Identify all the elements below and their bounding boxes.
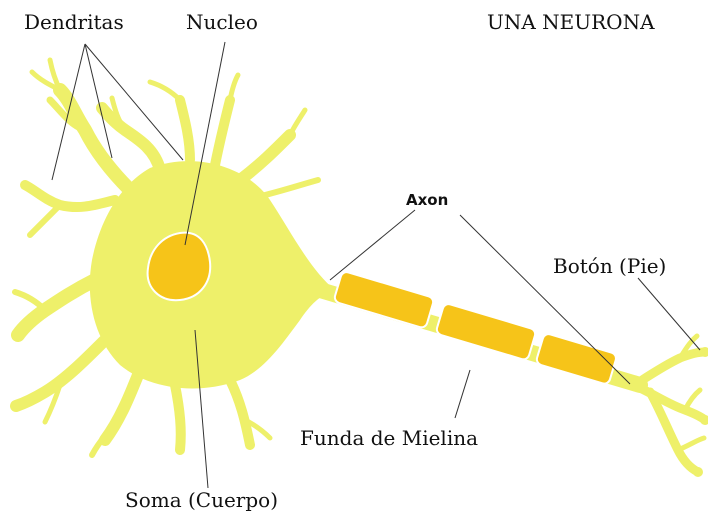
title-label: UNA NEURONA	[487, 12, 655, 32]
nucleo-label: Nucleo	[186, 12, 258, 32]
myelin-sheath	[333, 271, 617, 385]
axon-label: Axon	[406, 193, 448, 208]
soma-label: Soma (Cuerpo)	[125, 490, 278, 510]
myelin-segment	[435, 303, 536, 361]
dendritas-label: Dendritas	[24, 12, 124, 32]
myelin-segment	[333, 271, 434, 329]
axon-terminals	[636, 336, 705, 472]
funda-label: Funda de Mielina	[300, 428, 478, 448]
boton-label: Botón (Pie)	[553, 256, 666, 276]
